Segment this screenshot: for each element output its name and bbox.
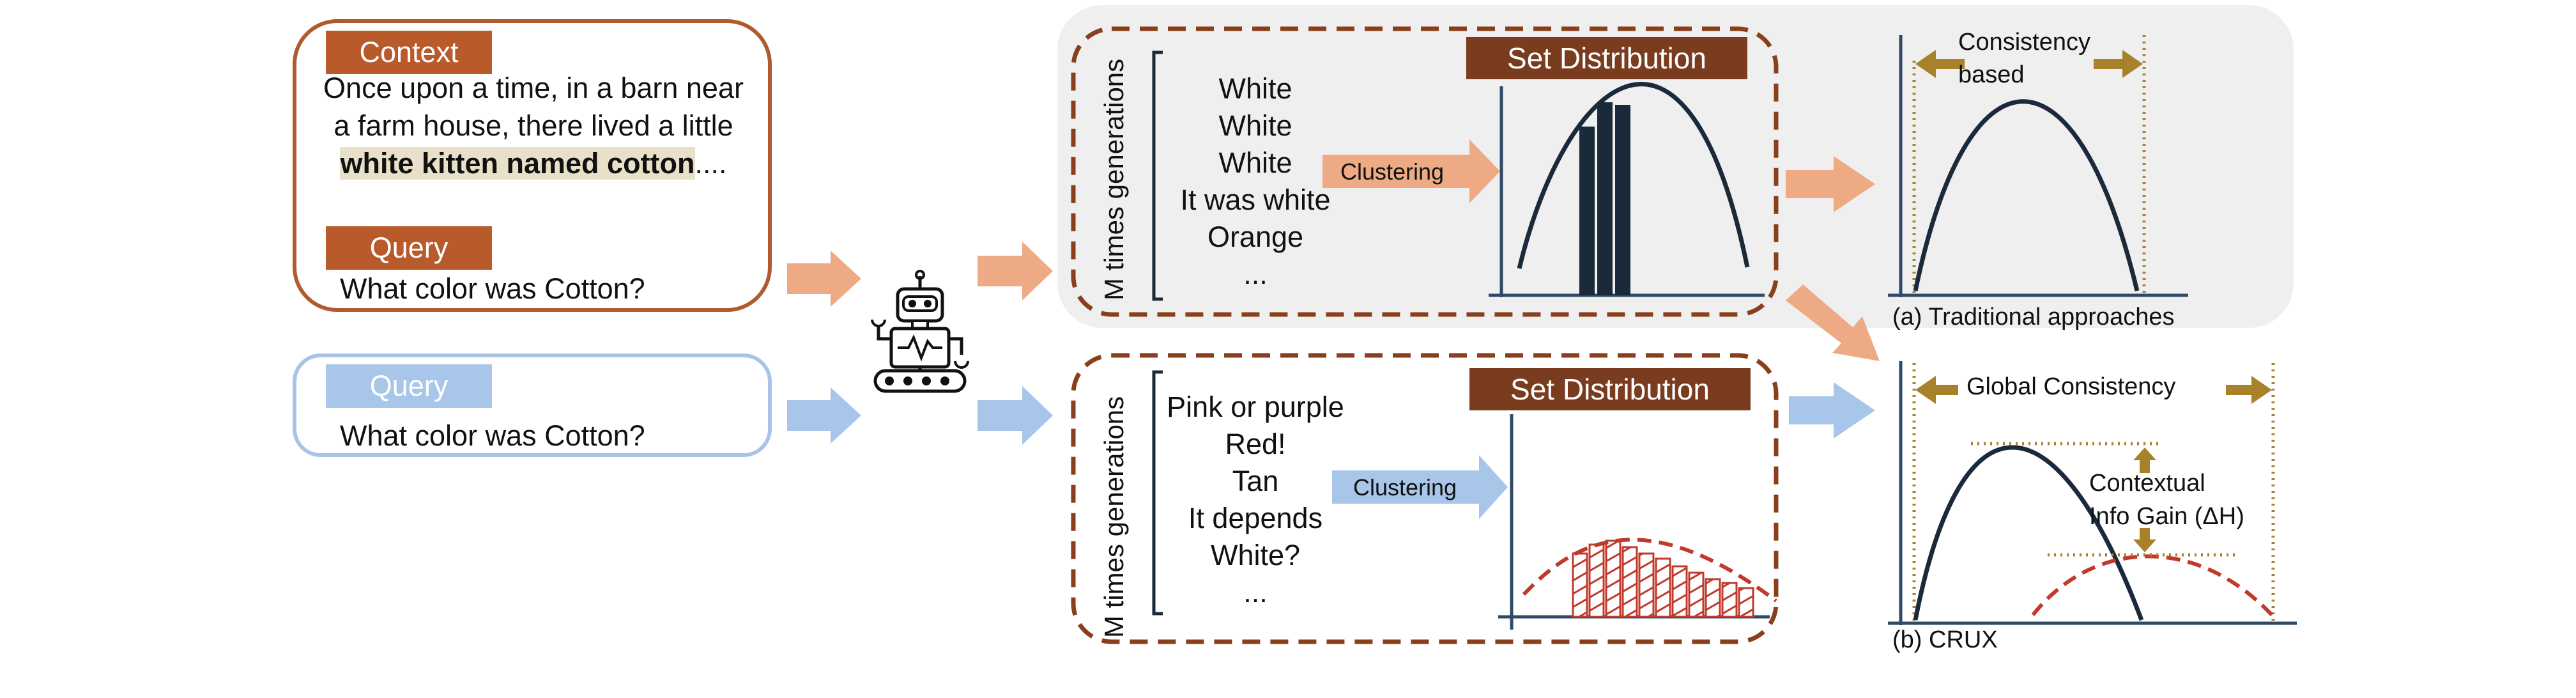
top-generation-item: White: [1218, 146, 1292, 179]
bottom-distribution-plot: [1498, 414, 1777, 630]
bottom-bar-4: [1621, 546, 1638, 618]
context-to-robot-arrow: [787, 251, 861, 307]
panel-a-left-arrow: [1915, 50, 1965, 78]
panel-b-top-label: Global Consistency: [1966, 373, 2176, 400]
top-side-label: M times generations: [1099, 58, 1129, 300]
top-set-distribution-title: Set Distribution: [1466, 37, 1747, 79]
panel-a-curve: [1913, 99, 2140, 291]
panel-b-solid-curve: [1913, 445, 2144, 621]
top-distribution-plot: [1489, 82, 1765, 297]
traditional-background-panel: [1057, 5, 2294, 328]
panel-b-plot: [1888, 361, 2297, 625]
query-only-text: What color was Cotton?: [340, 419, 645, 452]
bottom-generations-brace: [1152, 370, 1163, 616]
bottom-set-distribution-title: Set Distribution: [1469, 368, 1751, 410]
top-distribution-curve: [1517, 82, 1750, 269]
query-only-tag: Query: [326, 364, 492, 408]
top-generation-item: White: [1218, 72, 1292, 105]
panel-a-label-line1: Consistency: [1958, 29, 2090, 56]
bottom-bar-3: [1605, 539, 1621, 618]
bottom-clustering-label: Clustering: [1353, 474, 1457, 500]
robot-icon: [871, 270, 969, 393]
gain-up-arrow: [2133, 447, 2156, 473]
context-highlight: white kitten named cotton: [340, 147, 695, 180]
bottom-bar-2: [1588, 543, 1605, 618]
context-passage-plain: Once upon a time, in a barn near a farm …: [323, 72, 744, 142]
top-clustering-label: Clustering: [1340, 159, 1445, 185]
top-clustering-arrow: [1322, 139, 1500, 203]
bottom-generation-item: White?: [1210, 539, 1301, 571]
top-generation-item: It was white: [1180, 183, 1331, 216]
context-query-text: What color was Cotton?: [340, 272, 645, 305]
bottom-bar-10: [1721, 582, 1738, 618]
query-only-box: [293, 353, 772, 457]
top-generation-item: White: [1218, 109, 1292, 142]
top-bar-2: [1597, 102, 1613, 295]
top-generation-item: ...: [1243, 258, 1268, 290]
top-generations-brace: [1152, 50, 1163, 301]
context-passage-tail: ....: [694, 147, 727, 180]
query-to-robot-arrow: [787, 387, 861, 444]
bottom-generation-item: Tan: [1232, 465, 1279, 497]
top-generation-item: Orange: [1207, 221, 1304, 253]
gain-down-arrow: [2133, 528, 2156, 552]
panel-b-dashed-curve: [2031, 554, 2274, 617]
bottom-bar-7: [1671, 565, 1688, 618]
panel-a-right-arrow: [2094, 50, 2143, 78]
context-passage: Once upon a time, in a barn near a farm …: [319, 69, 747, 182]
bottom-clustering-arrow: [1332, 455, 1508, 519]
bottom-generation-item: Pink or purple: [1167, 391, 1344, 423]
top-pipeline-dashed-box: [1071, 26, 1779, 317]
bottom-side-label: M times generations: [1099, 396, 1129, 638]
panel-a-plot: [1888, 35, 2188, 297]
bottom-distribution-curve: [1522, 538, 1777, 603]
bottom-generation-item: It depends: [1188, 502, 1323, 534]
top-bar-3: [1615, 105, 1630, 295]
bottom-bar-1: [1572, 552, 1588, 618]
bottom-generation-item: ...: [1243, 576, 1268, 609]
panel-a-caption: (a) Traditional approaches: [1892, 304, 2175, 330]
panel-b-caption: (b) CRUX: [1892, 626, 1998, 653]
context-query-tag: Query: [326, 226, 492, 270]
panel-a-label-line2: based: [1958, 61, 2025, 88]
panel-b-left-arrow: [1915, 376, 1958, 404]
bottom-bar-8: [1688, 571, 1705, 618]
panel-b-gain-line1: Contextual: [2089, 470, 2205, 497]
context-input-box: [293, 19, 772, 312]
top-to-panel-b-arrow: [1786, 284, 1880, 361]
panel-b-gain-line2: Info Gain (ΔH): [2089, 503, 2244, 530]
bottom-generation-item: Red!: [1225, 428, 1286, 460]
robot-to-bottom-arrow: [977, 386, 1053, 445]
bottom-pipeline-dashed-box: [1071, 353, 1779, 644]
top-to-panel-a-arrow: [1786, 156, 1875, 212]
bottom-bar-9: [1705, 578, 1721, 618]
bottom-bar-11: [1738, 587, 1754, 618]
top-bar-1: [1579, 127, 1595, 295]
robot-to-top-arrow: [977, 242, 1053, 300]
bottom-bar-6: [1655, 557, 1671, 618]
context-tag: Context: [326, 31, 492, 74]
bottom-bar-5: [1638, 552, 1655, 618]
bottom-to-panel-b-arrow: [1789, 382, 1875, 438]
panel-b-right-arrow: [2226, 376, 2272, 404]
